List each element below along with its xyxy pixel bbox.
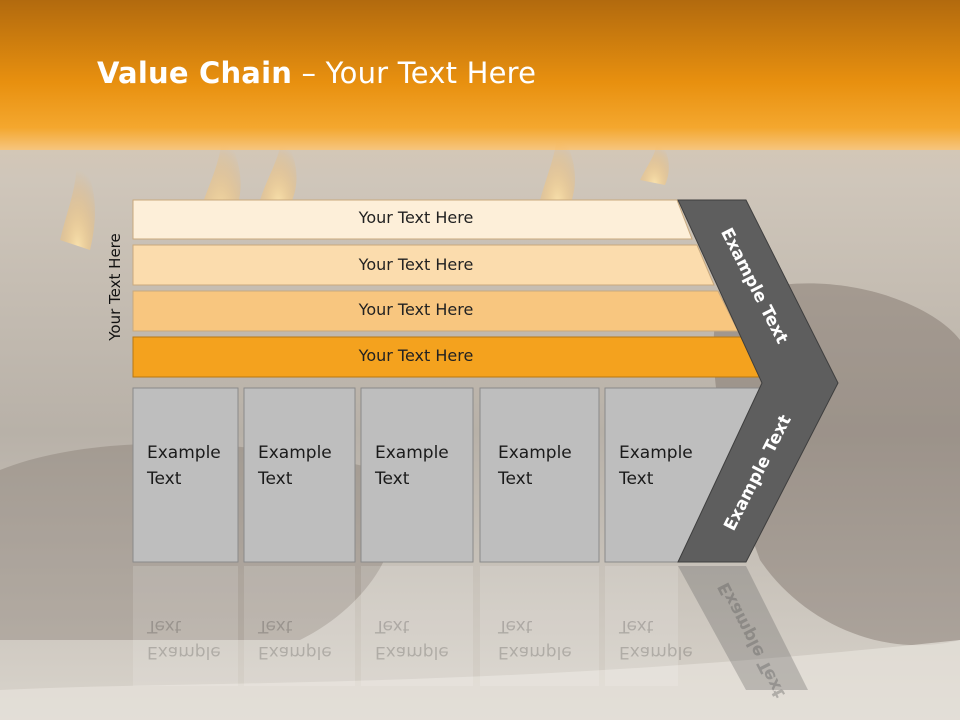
box-1 bbox=[132, 387, 239, 563]
box-4 bbox=[479, 387, 600, 563]
box-label-2: Example Text bbox=[258, 443, 332, 489]
title-rest: – Your Text Here bbox=[292, 56, 537, 90]
reflection bbox=[133, 566, 678, 686]
row-label-1: Your Text Here bbox=[358, 208, 474, 227]
box-text-container-4: Example Text bbox=[484, 388, 599, 562]
row-band-2 bbox=[132, 244, 715, 286]
box-text-container-5: Example Text bbox=[605, 388, 725, 562]
row-label-2: Your Text Here bbox=[358, 255, 474, 274]
row-band-1 bbox=[132, 199, 693, 240]
chevron-arrow bbox=[677, 199, 839, 563]
box-text-container-3: Example Text bbox=[361, 388, 473, 562]
box-2 bbox=[243, 387, 356, 563]
row-label-3: Your Text Here bbox=[358, 300, 474, 319]
page-title: Value Chain – Your Text Here bbox=[97, 56, 536, 90]
box-label-4: Example Text bbox=[498, 443, 572, 489]
box-text-container-2: Example Text bbox=[244, 388, 355, 562]
chevron-reflection bbox=[678, 566, 808, 690]
box-label-3: Example Text bbox=[375, 443, 449, 489]
box-3 bbox=[360, 387, 474, 563]
box-text-container-1: Example Text bbox=[133, 388, 238, 562]
title-bold: Value Chain bbox=[97, 56, 293, 90]
box-label-1: Example Text bbox=[147, 443, 221, 489]
box-label-5: Example Text bbox=[619, 443, 693, 489]
row-label-4: Your Text Here bbox=[358, 346, 474, 365]
